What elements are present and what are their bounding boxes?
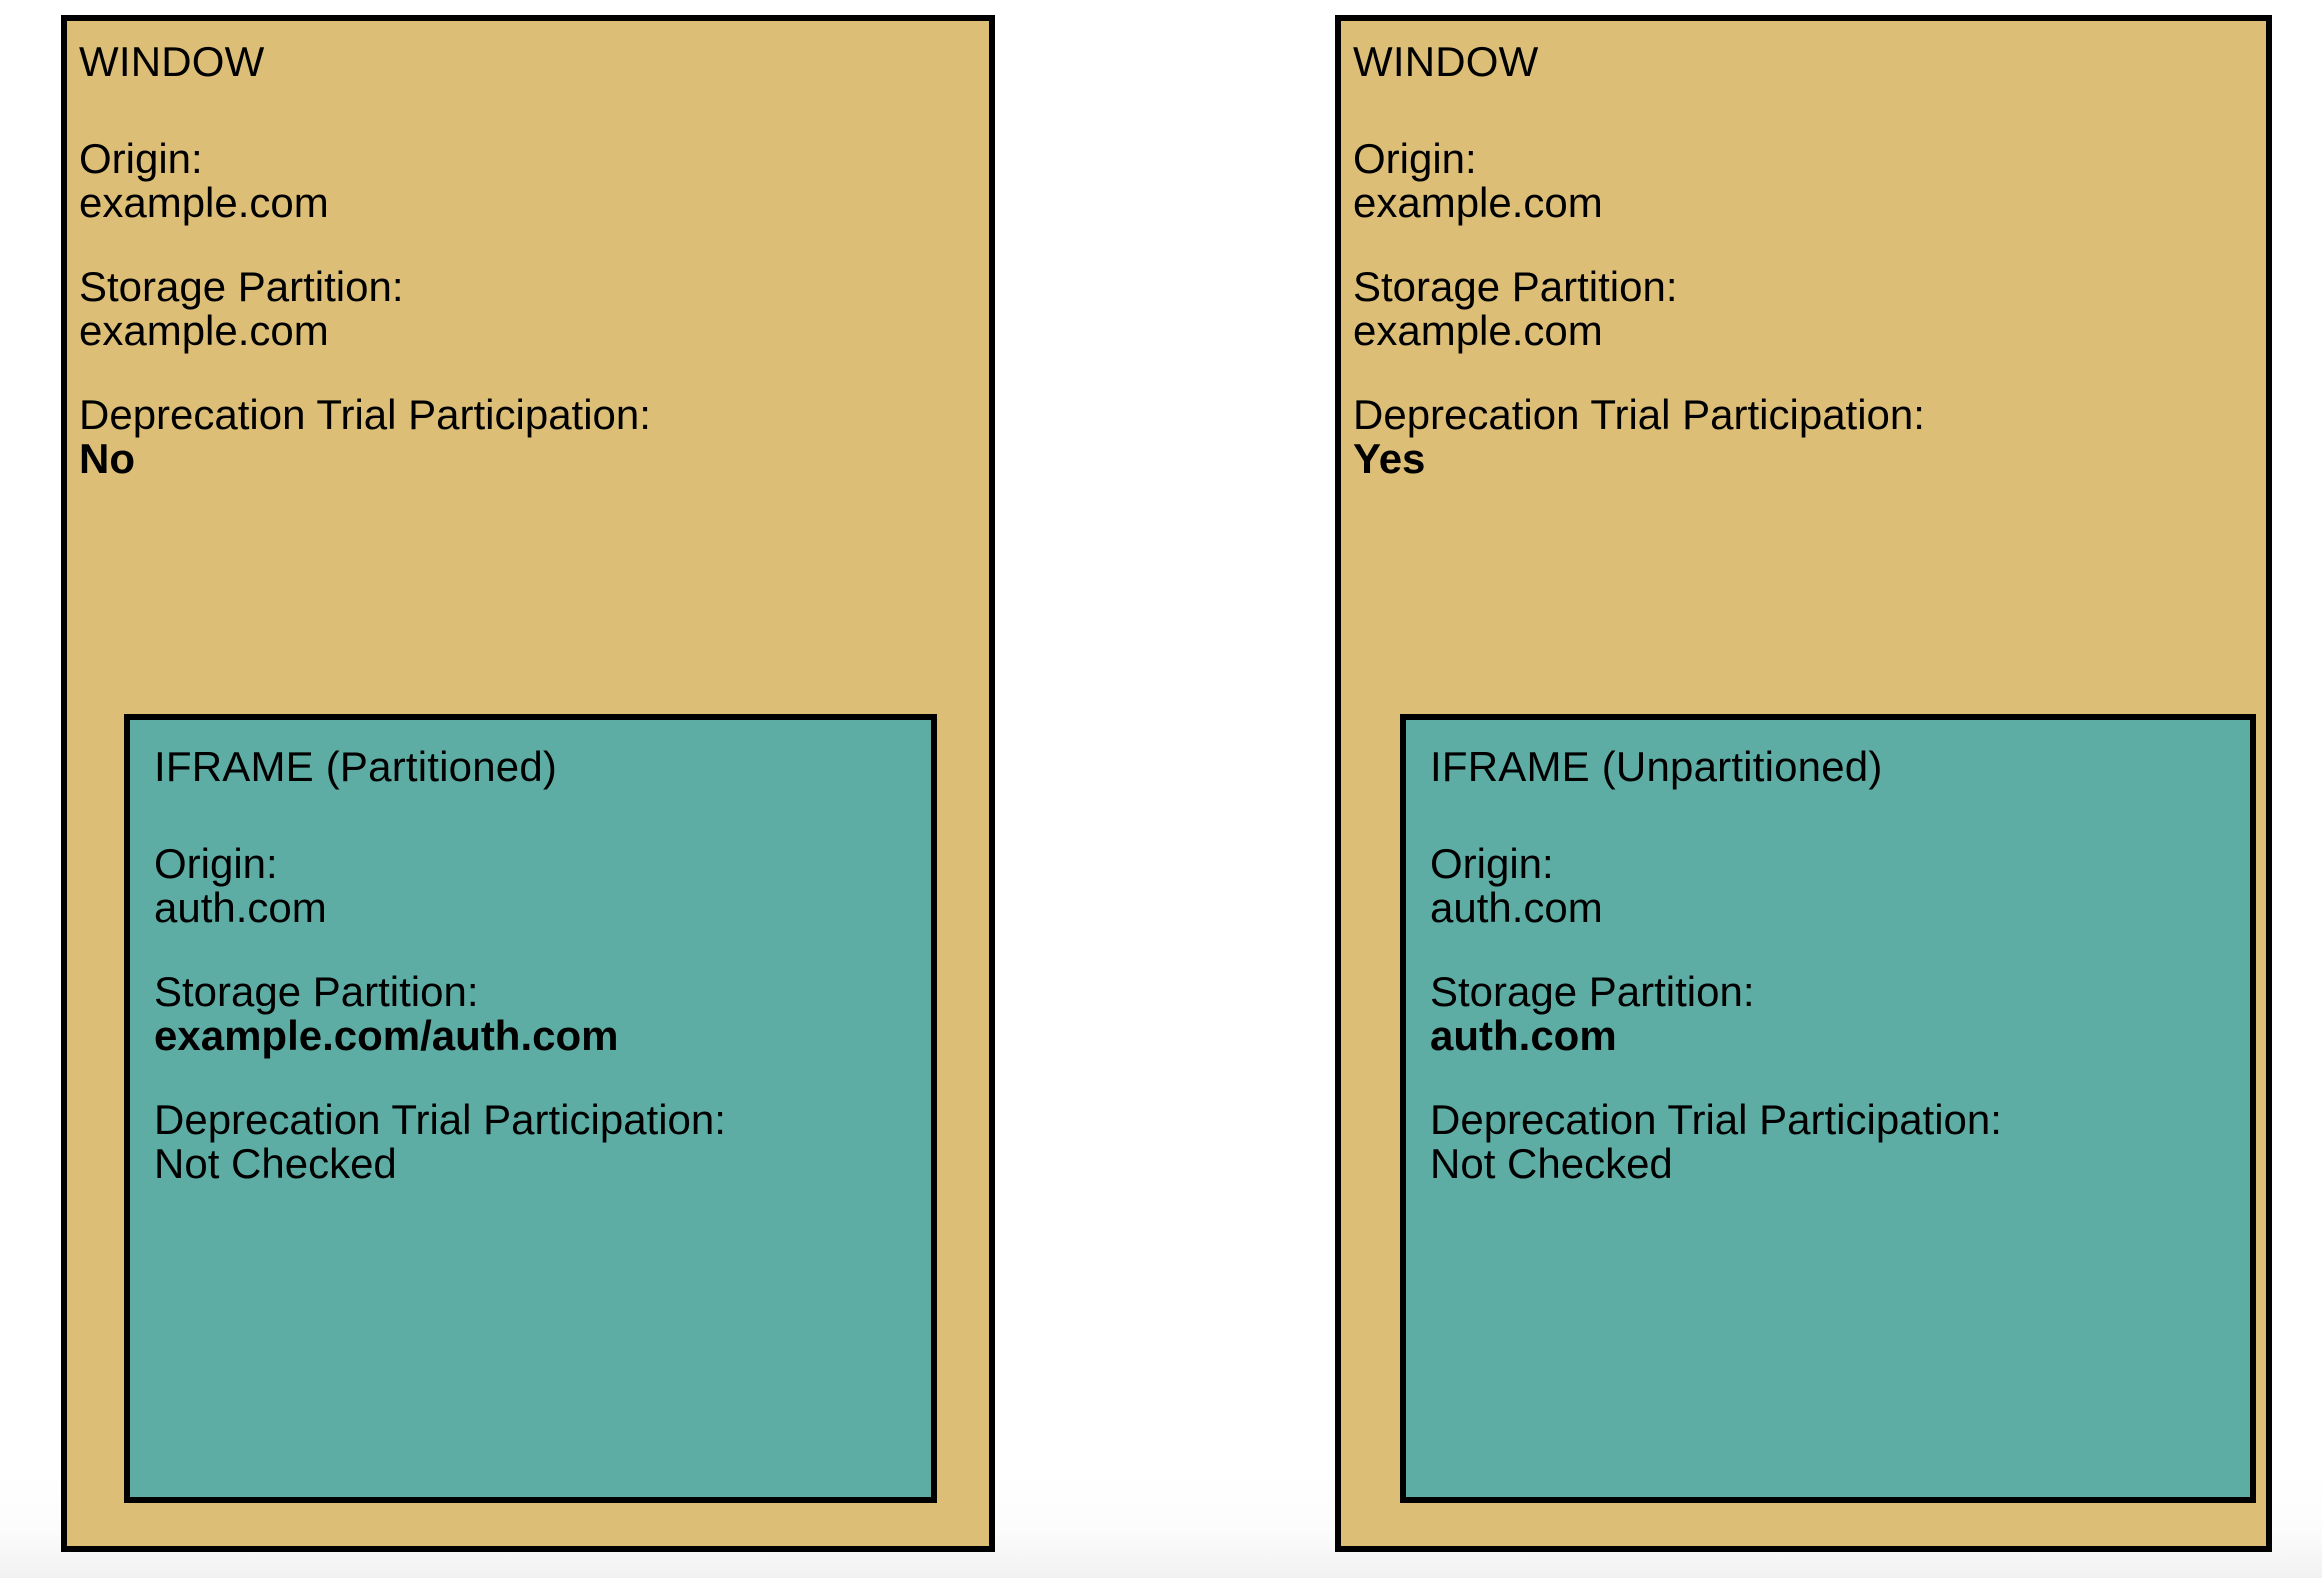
window-deprecation-trial-field-left: Deprecation Trial Participation: No [79,393,989,481]
iframe-storage-partition-label-left: Storage Partition: [154,968,479,1016]
iframe-origin-field-left: Origin: auth.com [154,840,931,932]
window-origin-field-right: Origin: example.com [1353,135,2266,227]
iframe-deprecation-trial-value-left: Not Checked [154,1140,397,1188]
iframe-storage-partition-value-left: example.com/auth.com [154,1012,619,1060]
iframe-storage-partition-label-right: Storage Partition: [1430,968,1755,1016]
window-deprecation-trial-label-right: Deprecation Trial Participation: [1353,391,1925,439]
window-origin-label-right: Origin: [1353,135,1477,182]
window-box-right: WINDOW Origin: example.com Storage Parti… [1335,15,2272,1552]
window-origin-value-left: example.com [79,179,329,227]
iframe-box-right: IFRAME (Unpartitioned) Origin: auth.com … [1400,714,2256,1503]
window-deprecation-trial-label-left: Deprecation Trial Participation: [79,391,651,439]
window-title-left: WINDOW [79,38,265,85]
iframe-origin-label-right: Origin: [1430,840,1554,887]
iframe-storage-partition-field-left: Storage Partition: example.com/auth.com [154,970,931,1058]
iframe-storage-partition-value-right: auth.com [1430,1012,1617,1060]
iframe-title-right: IFRAME (Unpartitioned) [1430,743,1883,790]
window-deprecation-trial-value-left: No [79,435,135,483]
window-origin-value-right: example.com [1353,179,1603,227]
iframe-origin-value-right: auth.com [1430,884,1603,932]
window-storage-partition-value-left: example.com [79,307,329,355]
window-deprecation-trial-value-right: Yes [1353,435,1426,483]
window-content-right: WINDOW Origin: example.com Storage Parti… [1353,41,2266,482]
iframe-title-left: IFRAME (Partitioned) [154,743,558,790]
iframe-origin-field-right: Origin: auth.com [1430,840,2250,932]
window-content-left: WINDOW Origin: example.com Storage Parti… [79,41,989,482]
window-storage-partition-field-left: Storage Partition: example.com [79,265,989,353]
iframe-box-left: IFRAME (Partitioned) Origin: auth.com St… [124,714,937,1503]
window-storage-partition-value-right: example.com [1353,307,1603,355]
window-box-left: WINDOW Origin: example.com Storage Parti… [61,15,995,1552]
window-storage-partition-label-left: Storage Partition: [79,263,404,311]
window-deprecation-trial-field-right: Deprecation Trial Participation: Yes [1353,393,2266,481]
iframe-deprecation-trial-field-left: Deprecation Trial Participation: Not Che… [154,1098,931,1186]
iframe-deprecation-trial-label-left: Deprecation Trial Participation: [154,1096,726,1144]
iframe-origin-value-left: auth.com [154,884,327,932]
window-storage-partition-label-right: Storage Partition: [1353,263,1678,311]
iframe-content-left: IFRAME (Partitioned) Origin: auth.com St… [154,746,931,1187]
iframe-storage-partition-field-right: Storage Partition: auth.com [1430,970,2250,1058]
iframe-deprecation-trial-field-right: Deprecation Trial Participation: Not Che… [1430,1098,2250,1186]
iframe-content-right: IFRAME (Unpartitioned) Origin: auth.com … [1430,746,2250,1187]
window-origin-field-left: Origin: example.com [79,135,989,227]
window-storage-partition-field-right: Storage Partition: example.com [1353,265,2266,353]
iframe-deprecation-trial-label-right: Deprecation Trial Participation: [1430,1096,2002,1144]
window-origin-label-left: Origin: [79,135,203,182]
window-title-right: WINDOW [1353,38,1539,85]
iframe-origin-label-left: Origin: [154,840,278,887]
iframe-deprecation-trial-value-right: Not Checked [1430,1140,1673,1188]
